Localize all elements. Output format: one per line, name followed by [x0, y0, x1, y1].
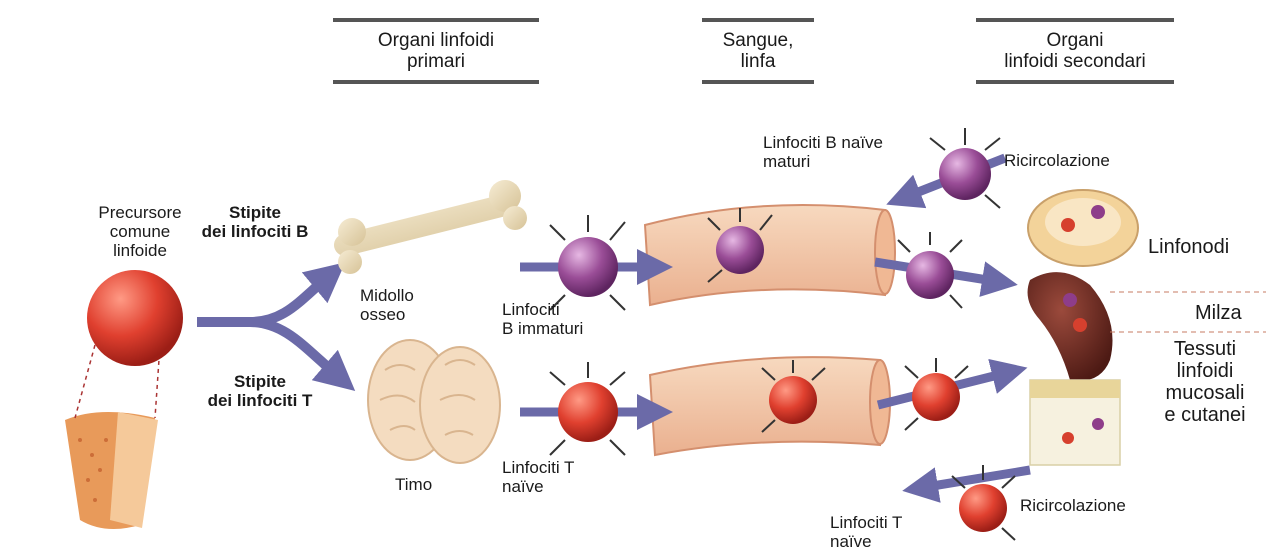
thymus-icon — [368, 340, 500, 463]
arrow-t-recirculation — [920, 470, 1030, 488]
b-lineage-arrow — [197, 275, 330, 322]
mucosal-tissue-icon — [1030, 380, 1120, 465]
label-mucosal-tissues: Tessuti linfoidi mucosali e cutanei — [1150, 338, 1260, 426]
header-secondary-organs: Organi linfoidi secondari — [976, 18, 1174, 84]
precursor-cell — [87, 270, 183, 366]
label-b-lineage: Stipite dei linfociti B — [180, 203, 330, 241]
t-cell-naive-left — [550, 362, 625, 455]
label-naive-t-bottom: Linfociti T naïve — [830, 513, 902, 551]
bone-marrow-wedge — [65, 412, 158, 529]
label-bone-marrow: Midollo osseo — [360, 286, 414, 324]
header-primary-organs: Organi linfoidi primari — [333, 18, 539, 84]
b-cell-mature-top — [930, 128, 1000, 208]
label-t-lineage: Stipite dei linfociti T — [185, 372, 335, 410]
organ-dividers — [1110, 292, 1266, 332]
b-cell-mature-middle — [898, 232, 962, 308]
t-lineage-arrow — [250, 322, 340, 378]
label-thymus: Timo — [395, 475, 432, 494]
label-recirculation-bottom: Ricircolazione — [1020, 496, 1126, 515]
blood-vessel-top — [645, 205, 895, 305]
spleen-icon — [1028, 272, 1113, 381]
label-recirculation-top: Ricircolazione — [1004, 151, 1110, 170]
t-cell-secondary — [905, 358, 968, 430]
label-naive-t-left: Linfociti T naïve — [502, 458, 574, 496]
lymph-node-icon — [1028, 190, 1138, 266]
label-mature-naive-b: Linfociti B naïve maturi — [763, 133, 883, 171]
zoom-line-left — [75, 345, 95, 418]
label-lymph-nodes: Linfonodi — [1148, 236, 1229, 258]
bone-icon — [338, 180, 527, 274]
header-blood-lymph: Sangue, linfa — [702, 18, 814, 84]
b-cell-immature — [550, 215, 625, 310]
label-immature-b: Linfociti B immaturi — [502, 300, 583, 338]
label-spleen: Milza — [1195, 302, 1242, 324]
